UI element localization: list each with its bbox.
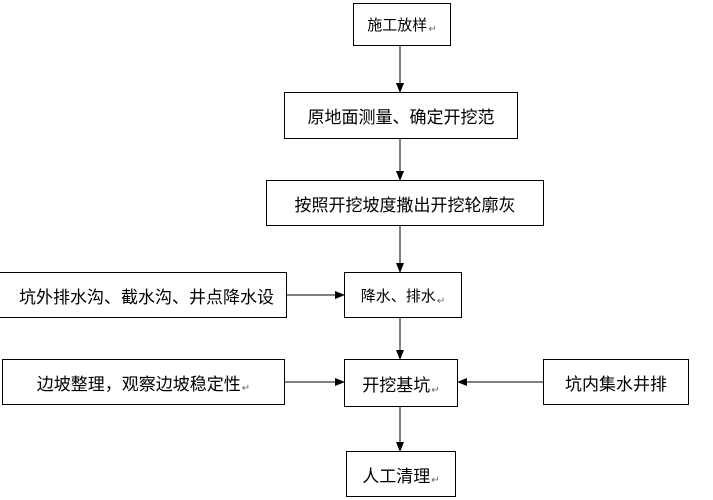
input-drainage-setup-label: 坑外排水沟、截水沟、井点降水设 <box>19 287 274 308</box>
paragraph-mark: ↵ <box>241 383 251 394</box>
step-excavate: 开挖基坑↵ <box>344 359 458 407</box>
step-ash-line-label: 按照开挖坡度撒出开挖轮廓灰 <box>294 195 516 216</box>
input-slope-check: 边坡整理，观察边坡稳定性↵ <box>2 359 285 405</box>
step-cleanup: 人工清理↵ <box>346 451 456 497</box>
input-drainage-setup: 坑外排水沟、截水沟、井点降水设 <box>0 272 287 318</box>
paragraph-mark: ↵ <box>431 385 440 396</box>
step-dewater: 降水、排水↵ <box>344 272 462 318</box>
paragraph-mark: ↵ <box>428 24 437 35</box>
step-survey-label: 原地面测量、确定开挖范 <box>307 108 495 128</box>
step-excavate-label: 开挖基坑 <box>362 375 431 396</box>
paragraph-mark: ↵ <box>436 296 446 307</box>
input-pit-drainage-label: 坑内集水井排 <box>565 374 667 395</box>
input-slope-check-label: 边坡整理，观察边坡稳定性 <box>36 374 241 395</box>
paragraph-mark: ↵ <box>431 475 440 486</box>
step-stakeout: 施工放样↵ <box>353 3 451 46</box>
step-ash-line: 按照开挖坡度撒出开挖轮廓灰 <box>266 180 544 226</box>
step-survey: 原地面测量、确定开挖范 <box>284 92 518 139</box>
input-pit-drainage: 坑内集水井排 <box>543 359 689 405</box>
step-stakeout-label: 施工放样 <box>367 16 428 34</box>
step-dewater-label: 降水、排水 <box>360 286 436 305</box>
step-cleanup-label: 人工清理 <box>362 466 431 487</box>
